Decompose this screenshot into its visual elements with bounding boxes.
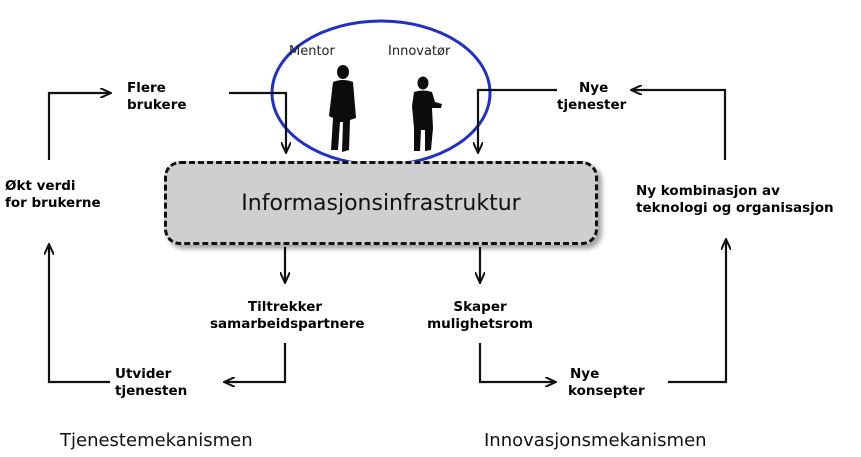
ny-kombinasjon-label: Ny kombinasjon av teknologi og organisas…: [636, 183, 834, 217]
arrow-utvider-to-okt-verdi: [49, 245, 110, 384]
nye-konsepter-line1: Nye: [570, 366, 600, 382]
mentor-label: Mentor: [289, 44, 335, 59]
innovasjonsmekanismen-title: Innovasjonsmekanismen: [484, 430, 707, 451]
nye-konsepter-line2: konsepter: [568, 383, 645, 399]
flere-brukere-line2: brukere: [127, 97, 187, 113]
flere-brukere-label: Flere brukere: [127, 80, 187, 114]
people-ellipse: [270, 19, 492, 167]
tjenestemekanismen-title: Tjenestemekanismen: [60, 430, 253, 451]
nye-tjenester-label: Nye tjenester: [557, 80, 626, 114]
arrow-skaper-to-nye-konsepter: [478, 343, 555, 382]
arrow-tiltrekker-to-utvider: [225, 343, 287, 382]
arrow-flere-brukere-to-box: [229, 91, 286, 152]
box-title: Informasjonsinfrastruktur: [241, 190, 521, 216]
tiltrekker-line1: Tiltrekker: [247, 299, 323, 315]
ny-kombinasjon-line1: Ny kombinasjon av: [636, 183, 780, 199]
utvider-label: Utvider tjenesten: [115, 366, 187, 400]
arrow-nye-konsepter-to-ny-kombinasjon: [668, 240, 726, 384]
nye-tjenester-line1: Nye: [579, 80, 609, 96]
mentor-silhouette: [329, 65, 356, 152]
ny-kombinasjon-line2: teknologi og organisasjon: [636, 200, 834, 216]
information-infrastructure-box: Informasjonsinfrastruktur: [164, 161, 598, 245]
innovator-label: Innovatør: [388, 44, 451, 59]
skaper-line2: mulighetsrom: [427, 316, 533, 332]
utvider-line2: tjenesten: [115, 383, 188, 399]
tiltrekker-label: Tiltrekker samarbeidspartnere: [210, 299, 365, 333]
skaper-line1: Skaper: [453, 299, 507, 315]
flere-brukere-line1: Flere: [127, 80, 166, 96]
nye-tjenester-line2: tjenester: [557, 97, 627, 113]
okt-verdi-line2: for brukerne: [5, 195, 101, 211]
okt-verdi-label: Økt verdi for brukerne: [5, 178, 101, 212]
okt-verdi-line1: Økt verdi: [5, 178, 76, 194]
arrow-nye-tjenester-to-box: [478, 88, 557, 152]
nye-konsepter-label: Nye konsepter: [568, 366, 645, 400]
skaper-label: Skaper mulighetsrom: [420, 299, 540, 333]
utvider-line1: Utvider: [115, 366, 172, 382]
arrow-to-nye-tjenester: [632, 90, 727, 160]
arrow-to-flere-brukere: [47, 93, 110, 160]
tiltrekker-line2: samarbeidspartnere: [210, 316, 365, 332]
innovator-silhouette: [412, 76, 442, 151]
